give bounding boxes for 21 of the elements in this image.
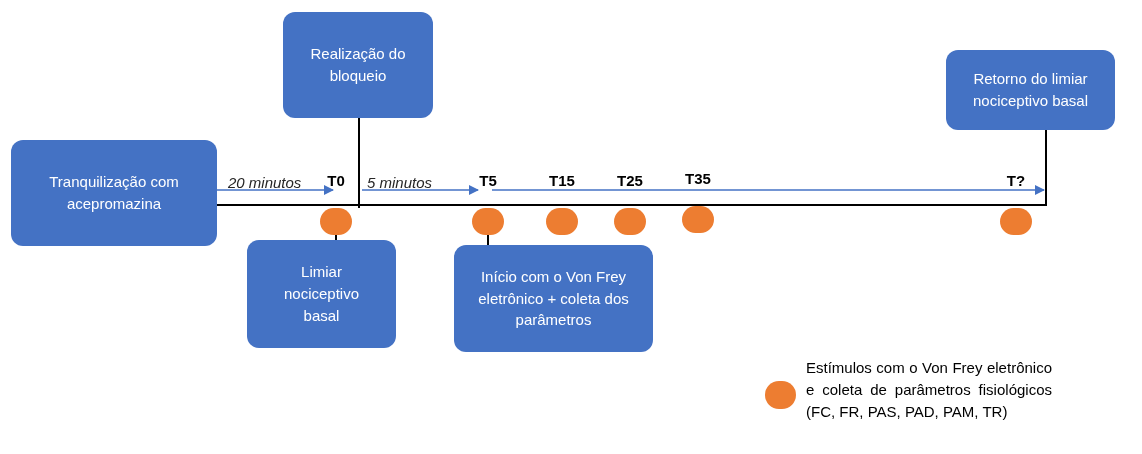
step-box: Tranquilização com acepromazina: [11, 140, 217, 246]
timepoint-label: T0: [327, 171, 345, 191]
timepoint-label: T35: [685, 169, 711, 189]
timepoint-label: T25: [617, 171, 643, 191]
arrow: [361, 185, 479, 195]
arrow: [216, 185, 334, 195]
connector-line: [358, 117, 360, 209]
arrow: [491, 185, 1045, 195]
connector-line: [216, 129, 1047, 206]
step-box: Realização do bloqueio: [283, 12, 433, 118]
timepoint-label: T5: [479, 171, 497, 191]
timepoint-label: T?: [1006, 171, 1026, 191]
edge-label: 20 minutos: [228, 173, 302, 193]
connector-line: [487, 234, 489, 246]
timepoint-label: T15: [549, 171, 575, 191]
step-box: Limiar nociceptivo basal: [247, 240, 396, 348]
legend-text: Estímulos com o Von Frey eletrônico e coleta de parâmetros fisiológicos (FC, FR, PAS, PAD, PAM, TR): [806, 358, 1052, 422]
step-box: Início com o Von Frey eletrônico + coleta dos parâmetros: [454, 245, 653, 352]
step-box: Retorno do limiar nociceptivo basal: [946, 50, 1115, 130]
edge-label: 5 minutos: [367, 173, 433, 193]
connector-line: [335, 234, 337, 241]
